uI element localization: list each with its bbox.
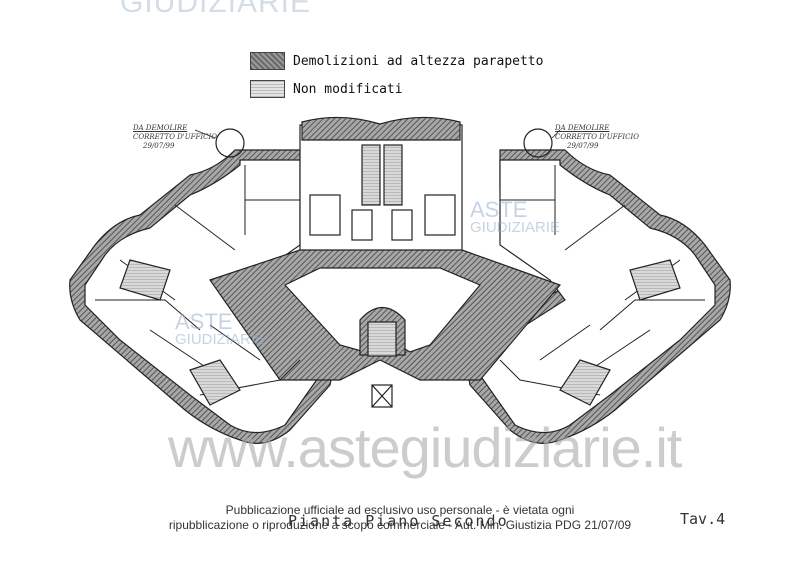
- annotation-circle-right: [523, 128, 553, 158]
- legend-label-non-modificati: Non modificati: [293, 81, 403, 97]
- central-stair-right: [383, 144, 403, 206]
- annotation-right: DA DEMOLIRE CORRETTO D'UFFICIO 29/07/99: [555, 124, 639, 151]
- annotation-left-line1: DA DEMOLIRE: [133, 124, 188, 132]
- brand-watermark-top: GIUDIZIARIE: [120, 0, 312, 19]
- legend-label-demolizioni: Demolizioni ad altezza parapetto: [293, 53, 544, 69]
- annotation-right-line1: DA DEMOLIRE: [555, 124, 610, 132]
- publication-notice-line1: Pubblicazione ufficiale ad esclusivo uso…: [225, 503, 575, 517]
- publication-notice: Pubblicazione ufficiale ad esclusivo uso…: [140, 503, 660, 533]
- left-bath: [189, 359, 241, 406]
- legend-swatch-non-modificati: [250, 80, 285, 98]
- right-wing-interior: [474, 159, 716, 434]
- central-roof: [301, 116, 461, 141]
- central-bath-right: [424, 194, 456, 236]
- annotation-left-line2: CORRETTO D'UFFICIO: [133, 133, 217, 141]
- annotation-left: DA DEMOLIRE CORRETTO D'UFFICIO 29/07/99: [133, 124, 217, 151]
- left-wing-interior: [84, 159, 326, 434]
- table-label: Tav.4: [680, 510, 726, 528]
- legend-item-demolizioni: Demolizioni ad altezza parapetto: [250, 52, 543, 70]
- right-bath: [559, 359, 611, 406]
- publication-notice-line2: ripubblicazione o riproduzione a scopo c…: [168, 518, 632, 532]
- legend-swatch-demolizioni: [250, 52, 285, 70]
- watermark-aste-right: ASTE GIUDIZIARIE: [470, 197, 561, 236]
- right-stair: [629, 259, 681, 301]
- annotation-right-date: 29/07/99: [567, 142, 599, 150]
- central-stair-left: [361, 144, 381, 206]
- annotation-right-line2: CORRETTO D'UFFICIO: [555, 133, 639, 141]
- central-bath-left: [309, 194, 341, 236]
- watermark-aste-left: ASTE GIUDIZIARIE: [175, 309, 266, 348]
- stair-core: [367, 321, 397, 357]
- annotation-left-date: 29/07/99: [143, 142, 175, 150]
- watermark-url: www.astegiudiziarie.it: [168, 416, 682, 479]
- annotation-circle-left: [215, 128, 245, 158]
- plan-title: Pianta Piano Secondo: [288, 512, 509, 530]
- left-stair: [119, 259, 171, 301]
- legend-item-non-modificati: Non modificati: [250, 80, 403, 98]
